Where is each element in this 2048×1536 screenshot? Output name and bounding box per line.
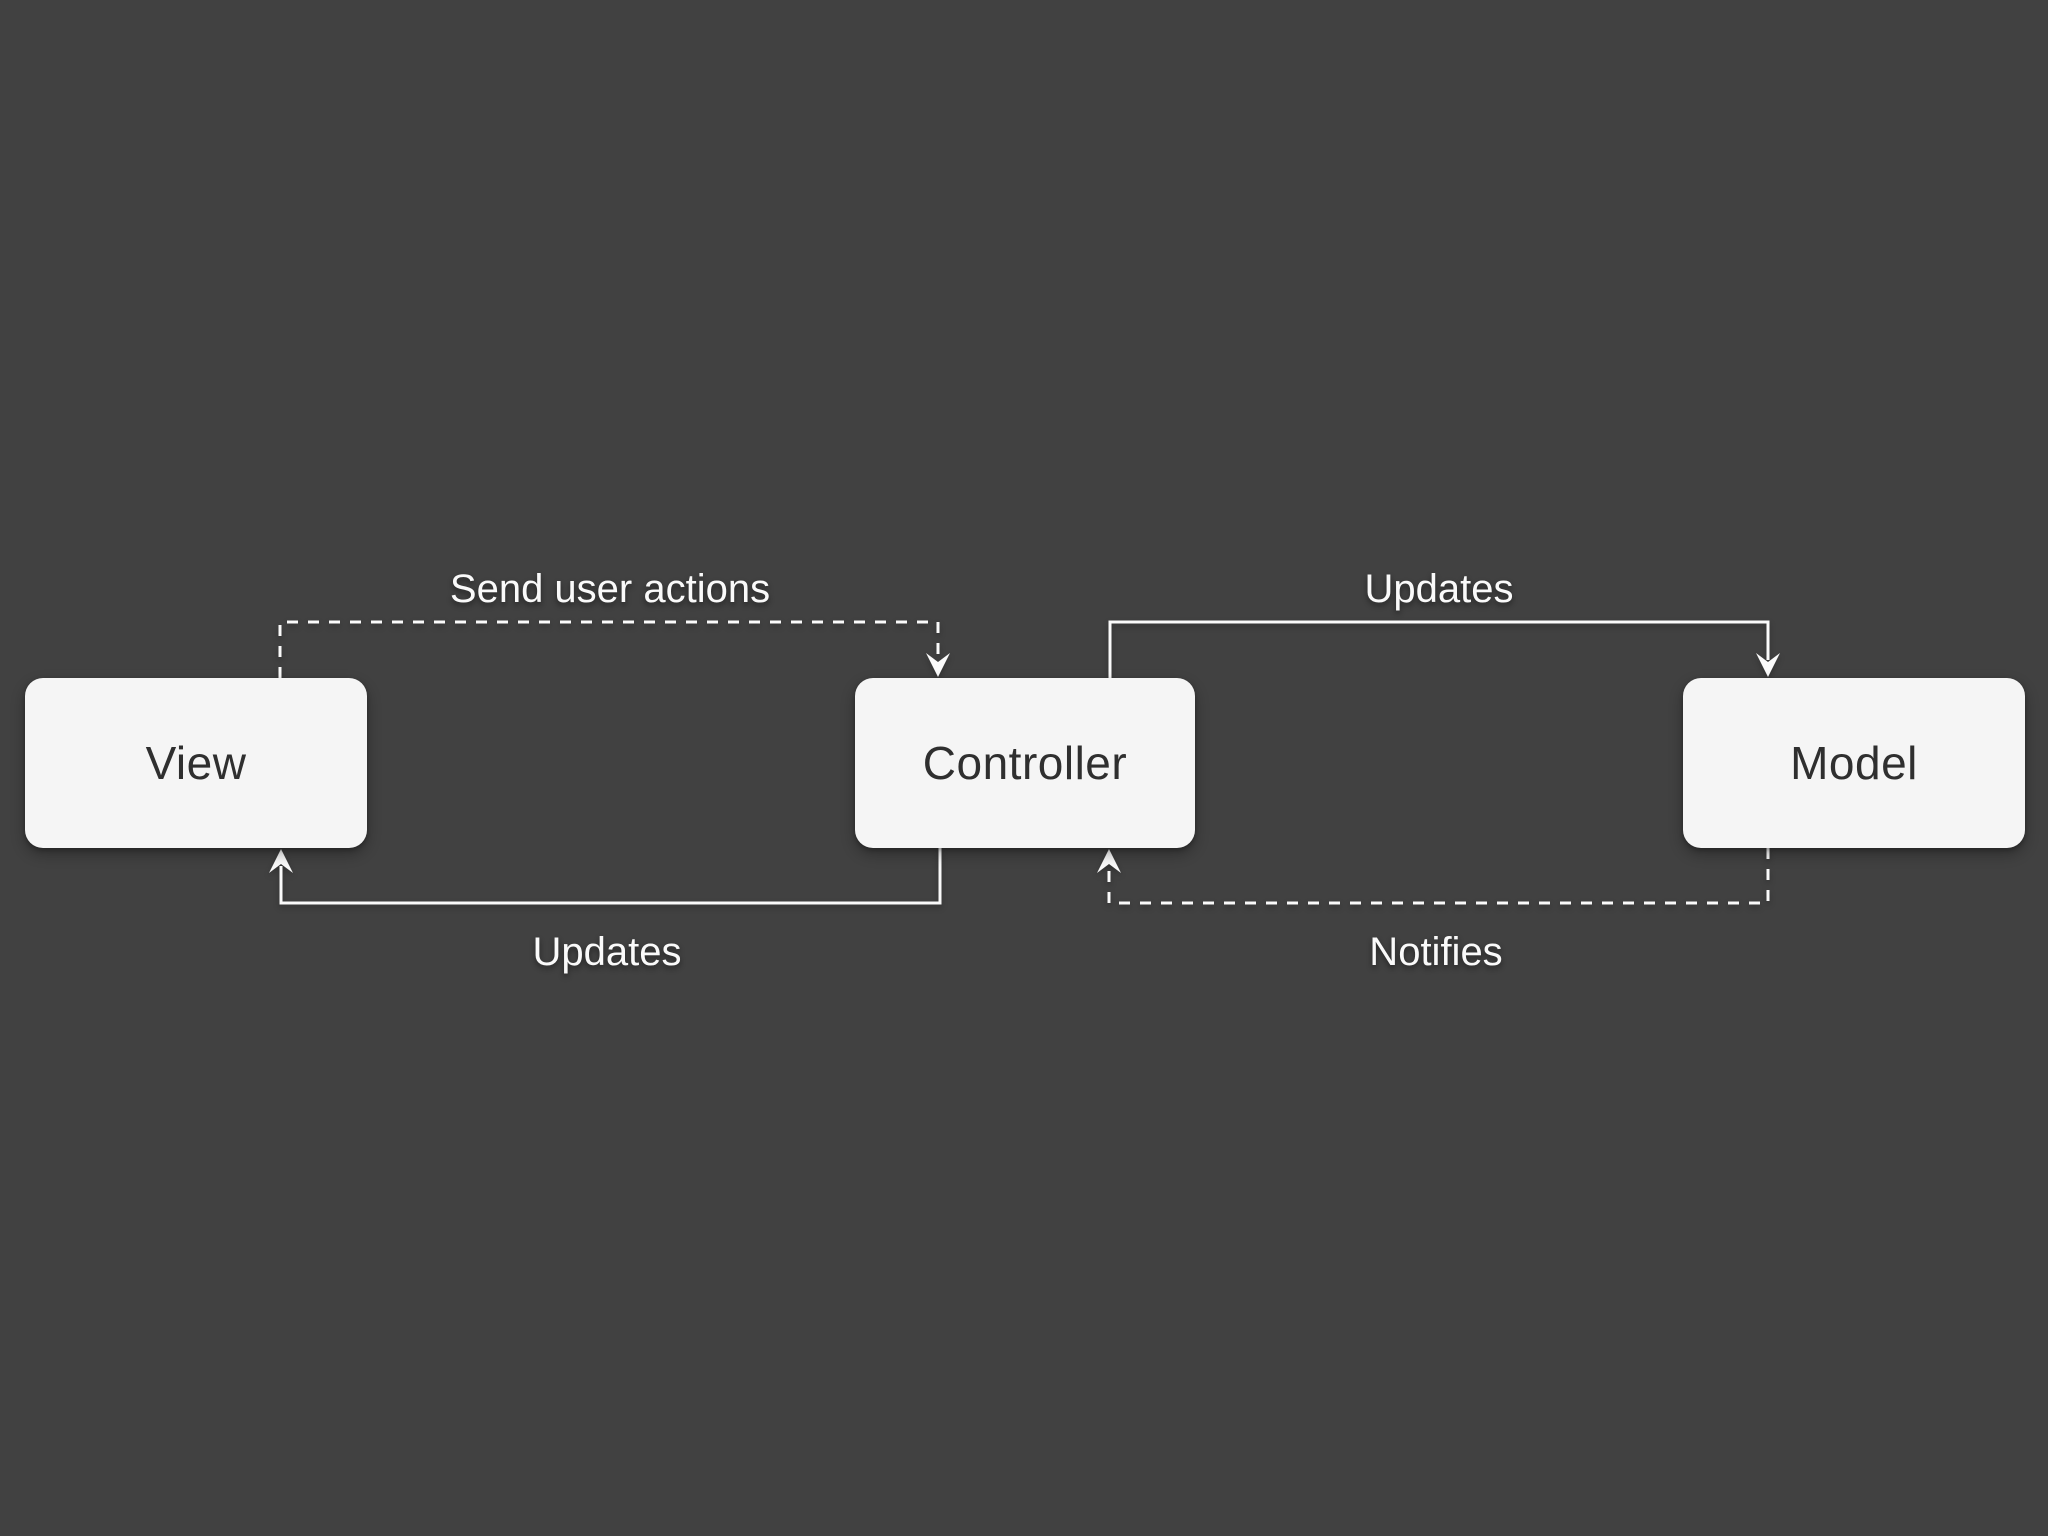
node-model[interactable]: Model [1683,678,2025,848]
edge-notifies-line[interactable] [1107,848,1770,905]
edge-send-user-actions-line[interactable] [278,620,940,678]
edge-updates-top-line[interactable] [1108,620,1770,678]
node-view[interactable]: View [25,678,367,848]
edge-send-user-actions-label: Send user actions [449,567,771,611]
edge-updates-top-label: Updates [1364,567,1514,611]
node-model-label: Model [1790,737,1918,789]
edge-updates-bottom-line[interactable] [279,848,942,905]
node-controller-label: Controller [922,737,1128,789]
edge-updates-top-arrowhead-icon [1756,653,1780,677]
edge-notifies-arrowhead-icon [1097,849,1121,873]
edge-updates-bottom-arrowhead-icon [269,849,293,873]
node-view-label: View [145,737,247,789]
edge-notifies-label: Notifies [1369,930,1503,974]
node-controller[interactable]: Controller [855,678,1195,848]
edge-send-user-actions-arrowhead-icon [926,653,950,677]
edge-updates-bottom-label: Updates [532,930,682,974]
